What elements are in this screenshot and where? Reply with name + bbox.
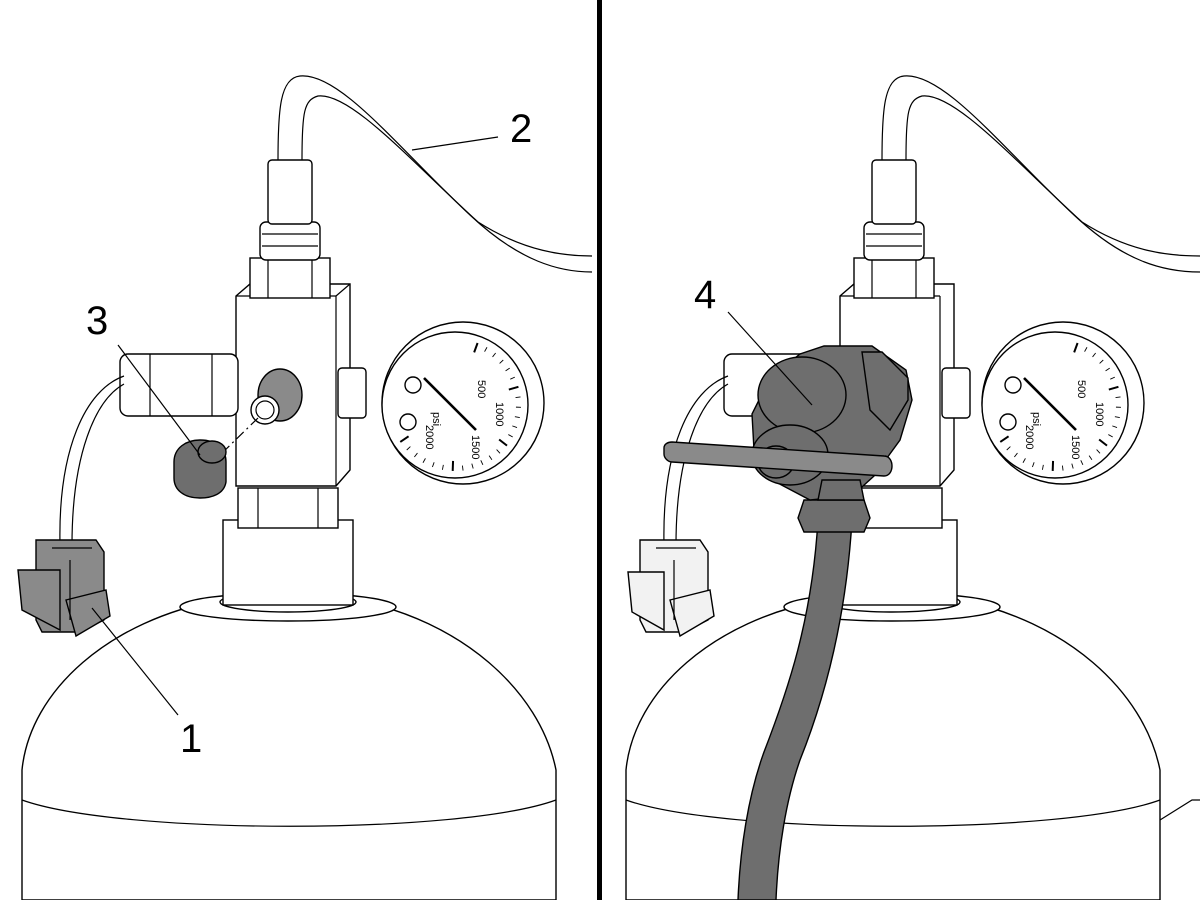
gauge-tick-label-1000-right: 1000: [1093, 402, 1105, 426]
right-panel: psi 500 1000 1500 2000 4: [625, 75, 1200, 900]
gauge-tick-right: [1073, 342, 1079, 353]
gauge-tick-left: [512, 425, 518, 428]
gauge-tick-left: [510, 376, 516, 380]
gauge-tick-left: [473, 342, 479, 353]
gauge-tick-right: [999, 435, 1010, 443]
gauge-tick-left: [406, 446, 411, 451]
callout-label-1: 1: [180, 717, 202, 761]
cylinder-tank-right: [625, 599, 1161, 900]
callout-1-leader: [91, 607, 179, 716]
pressure-gauge-right: psi 500 1000 1500 2000: [981, 321, 1145, 485]
callout-2-leader: [411, 136, 499, 151]
gauge-tick-left: [505, 367, 510, 372]
side-port-left: [119, 353, 239, 417]
tubing-right: [881, 75, 1200, 273]
gauge-tick-left: [515, 396, 521, 399]
fill-hose-nut: [797, 499, 871, 533]
sensor-connector-right: [627, 539, 715, 638]
gauge-tick-left: [488, 455, 493, 460]
gauge-tick-left: [498, 438, 508, 447]
gauge-tick-left: [461, 465, 464, 471]
gauge-tick-left: [471, 463, 474, 469]
gauge-tick-right: [1006, 446, 1011, 451]
gauge-tick-label-500-left: 500: [475, 380, 487, 398]
gauge-tick-right: [1092, 352, 1096, 358]
top-nut-left: [249, 257, 331, 299]
gauge-tick-left: [508, 434, 513, 438]
gauge-tick-label-1500-left: 1500: [469, 435, 481, 459]
gauge-tick-label-2000-left: 2000: [423, 425, 435, 449]
callout-3-leader: [117, 344, 201, 456]
left-panel: psi 500 1000 1500 2000 3 2 1: [17, 75, 593, 900]
gauge-needle-left: [423, 377, 477, 431]
callout-label-3: 3: [86, 299, 108, 343]
pressure-gauge-left: psi 500 1000 1500 2000: [381, 321, 545, 485]
gauge-tick-left: [499, 359, 504, 364]
gauge-needle-right: [1023, 377, 1077, 431]
gauge-tick-right: [1108, 434, 1113, 438]
gauge-tick-left: [480, 460, 484, 466]
gauge-tick-right: [1115, 396, 1121, 399]
gauge-tick-left: [484, 347, 488, 352]
gauge-tick-right: [1096, 449, 1101, 454]
gauge-tick-label-1500-right: 1500: [1069, 435, 1081, 459]
callout-label-4: 4: [694, 273, 716, 317]
hose-barb-left: [267, 159, 313, 225]
gauge-unit-left: psi: [430, 412, 442, 426]
gauge-tick-right: [1041, 464, 1044, 470]
gauge-tick-right: [1112, 425, 1118, 428]
gauge-unit-right: psi: [1030, 412, 1042, 426]
gauge-tick-right: [1099, 359, 1104, 364]
panel-divider: [597, 0, 602, 900]
gauge-tick-right: [1108, 385, 1119, 391]
gauge-tick-left: [514, 416, 520, 419]
gauge-tick-right: [1098, 438, 1108, 447]
tubing-left: [277, 75, 593, 273]
gauge-tick-left: [441, 464, 444, 470]
gauge-stem-left: [337, 367, 367, 419]
gauge-tick-right: [1071, 463, 1074, 469]
fill-hose: [737, 519, 853, 900]
gauge-tick-left: [414, 452, 418, 458]
gauge-tick-left: [496, 449, 501, 454]
gauge-tick-right: [1014, 452, 1018, 458]
gauge-tick-left: [508, 385, 519, 391]
gauge-tick-right: [1022, 458, 1026, 463]
gauge-tick-right: [1061, 465, 1064, 471]
gauge-tick-left: [492, 352, 496, 358]
gauge-tick-right: [1084, 347, 1088, 352]
top-fitting-left: [259, 221, 321, 261]
gauge-tick-right: [1110, 376, 1116, 380]
valve-neck-left: [222, 519, 354, 606]
coupler-handle: [663, 441, 893, 477]
callout-label-2: 2: [510, 107, 532, 151]
gauge-tick-left: [432, 462, 435, 468]
gauge-tick-right: [1032, 462, 1035, 468]
gauge-tick-label-1000-left: 1000: [493, 402, 505, 426]
gauge-tick-right: [1080, 460, 1084, 466]
gauge-tick-label-2000-right: 2000: [1023, 425, 1035, 449]
gauge-tick-left: [399, 435, 410, 443]
callout-4-leader: [727, 311, 813, 406]
fill-port-oring: [250, 395, 280, 425]
gauge-tick-right: [1088, 455, 1093, 460]
cylinder-seam-left: [21, 799, 557, 827]
protective-cap: [173, 439, 227, 499]
gauge-tick-label-500-right: 500: [1075, 380, 1087, 398]
valve-nut-left: [237, 487, 339, 529]
gauge-tick-right: [1105, 367, 1110, 372]
gauge-tick-right: [1114, 416, 1120, 419]
gauge-tick-left: [422, 458, 426, 463]
sensor-connector: [17, 539, 111, 638]
cylinder-tank-left: [21, 599, 557, 900]
